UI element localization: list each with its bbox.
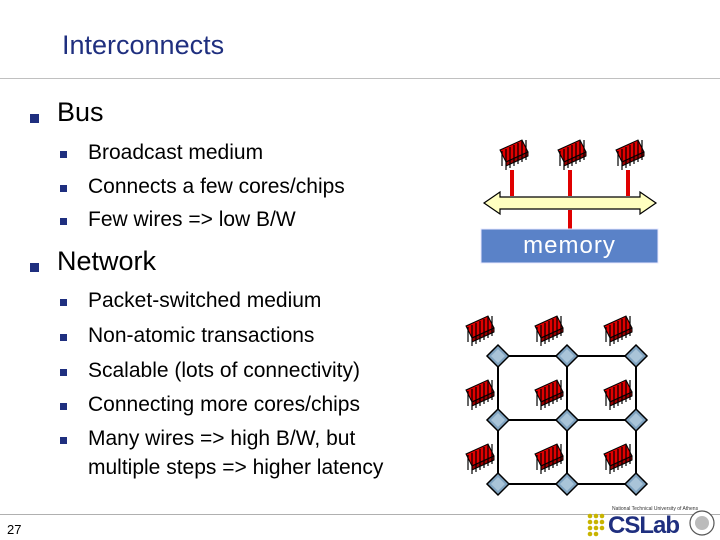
logo-text: CSLab bbox=[608, 512, 680, 539]
chip-icon bbox=[603, 443, 633, 475]
network-item-4: Connecting more cores/chips bbox=[88, 393, 360, 416]
bullet-network bbox=[30, 263, 39, 272]
network-item-5: Many wires => high B/W, but bbox=[88, 427, 356, 450]
bus-item-2: Connects a few cores/chips bbox=[88, 175, 345, 198]
bus-chip-2 bbox=[557, 139, 587, 171]
router-icon bbox=[624, 408, 648, 432]
chip-icon bbox=[534, 443, 564, 475]
bullet-bus-2 bbox=[60, 185, 67, 192]
mesh-chips bbox=[465, 315, 633, 475]
chip-icon bbox=[465, 443, 495, 475]
bullet-bus-3 bbox=[60, 218, 67, 225]
chip-icon bbox=[534, 379, 564, 411]
network-item-3: Scalable (lots of connectivity) bbox=[88, 359, 360, 382]
bus-item-1: Broadcast medium bbox=[88, 141, 264, 164]
logo-seal-icon bbox=[689, 510, 715, 536]
bullet-net-1 bbox=[60, 299, 67, 306]
memory-box bbox=[480, 228, 659, 264]
router-icon bbox=[486, 408, 510, 432]
router-icon bbox=[555, 344, 579, 368]
title-divider bbox=[0, 78, 720, 79]
chip-icon bbox=[603, 379, 633, 411]
chip-icon bbox=[465, 315, 495, 347]
bullet-net-3 bbox=[60, 369, 67, 376]
bullet-net-4 bbox=[60, 403, 67, 410]
bullet-bus-1 bbox=[60, 151, 67, 158]
page-number: 27 bbox=[7, 522, 22, 537]
bus-chip-3 bbox=[615, 139, 645, 171]
bus-heading: Bus bbox=[57, 97, 104, 127]
memory-label: memory bbox=[523, 232, 616, 259]
footer-divider bbox=[0, 514, 720, 515]
bus-bar bbox=[482, 190, 658, 216]
network-heading: Network bbox=[57, 246, 157, 276]
router-icon bbox=[555, 408, 579, 432]
bullet-bus bbox=[30, 114, 39, 123]
bullet-net-2 bbox=[60, 334, 67, 341]
network-item-2: Non-atomic transactions bbox=[88, 324, 315, 347]
slide-title: Interconnects bbox=[62, 30, 225, 60]
bus-item-3: Few wires => low B/W bbox=[88, 208, 296, 231]
router-icon bbox=[624, 472, 648, 496]
chip-icon bbox=[534, 315, 564, 347]
logo-caption: National Technical University of Athens bbox=[612, 506, 699, 512]
cslab-logo: National Technical University of Athens … bbox=[586, 506, 716, 540]
logo-dots-icon bbox=[587, 513, 605, 537]
bus-chip-1 bbox=[499, 139, 529, 171]
network-item-1: Packet-switched medium bbox=[88, 289, 322, 312]
router-icon bbox=[486, 472, 510, 496]
network-item-5-cont: multiple steps => higher latency bbox=[88, 456, 384, 479]
router-icon bbox=[555, 472, 579, 496]
chip-icon bbox=[465, 379, 495, 411]
bullet-net-5 bbox=[60, 437, 67, 444]
router-icon bbox=[486, 344, 510, 368]
router-icon bbox=[624, 344, 648, 368]
chip-icon bbox=[603, 315, 633, 347]
